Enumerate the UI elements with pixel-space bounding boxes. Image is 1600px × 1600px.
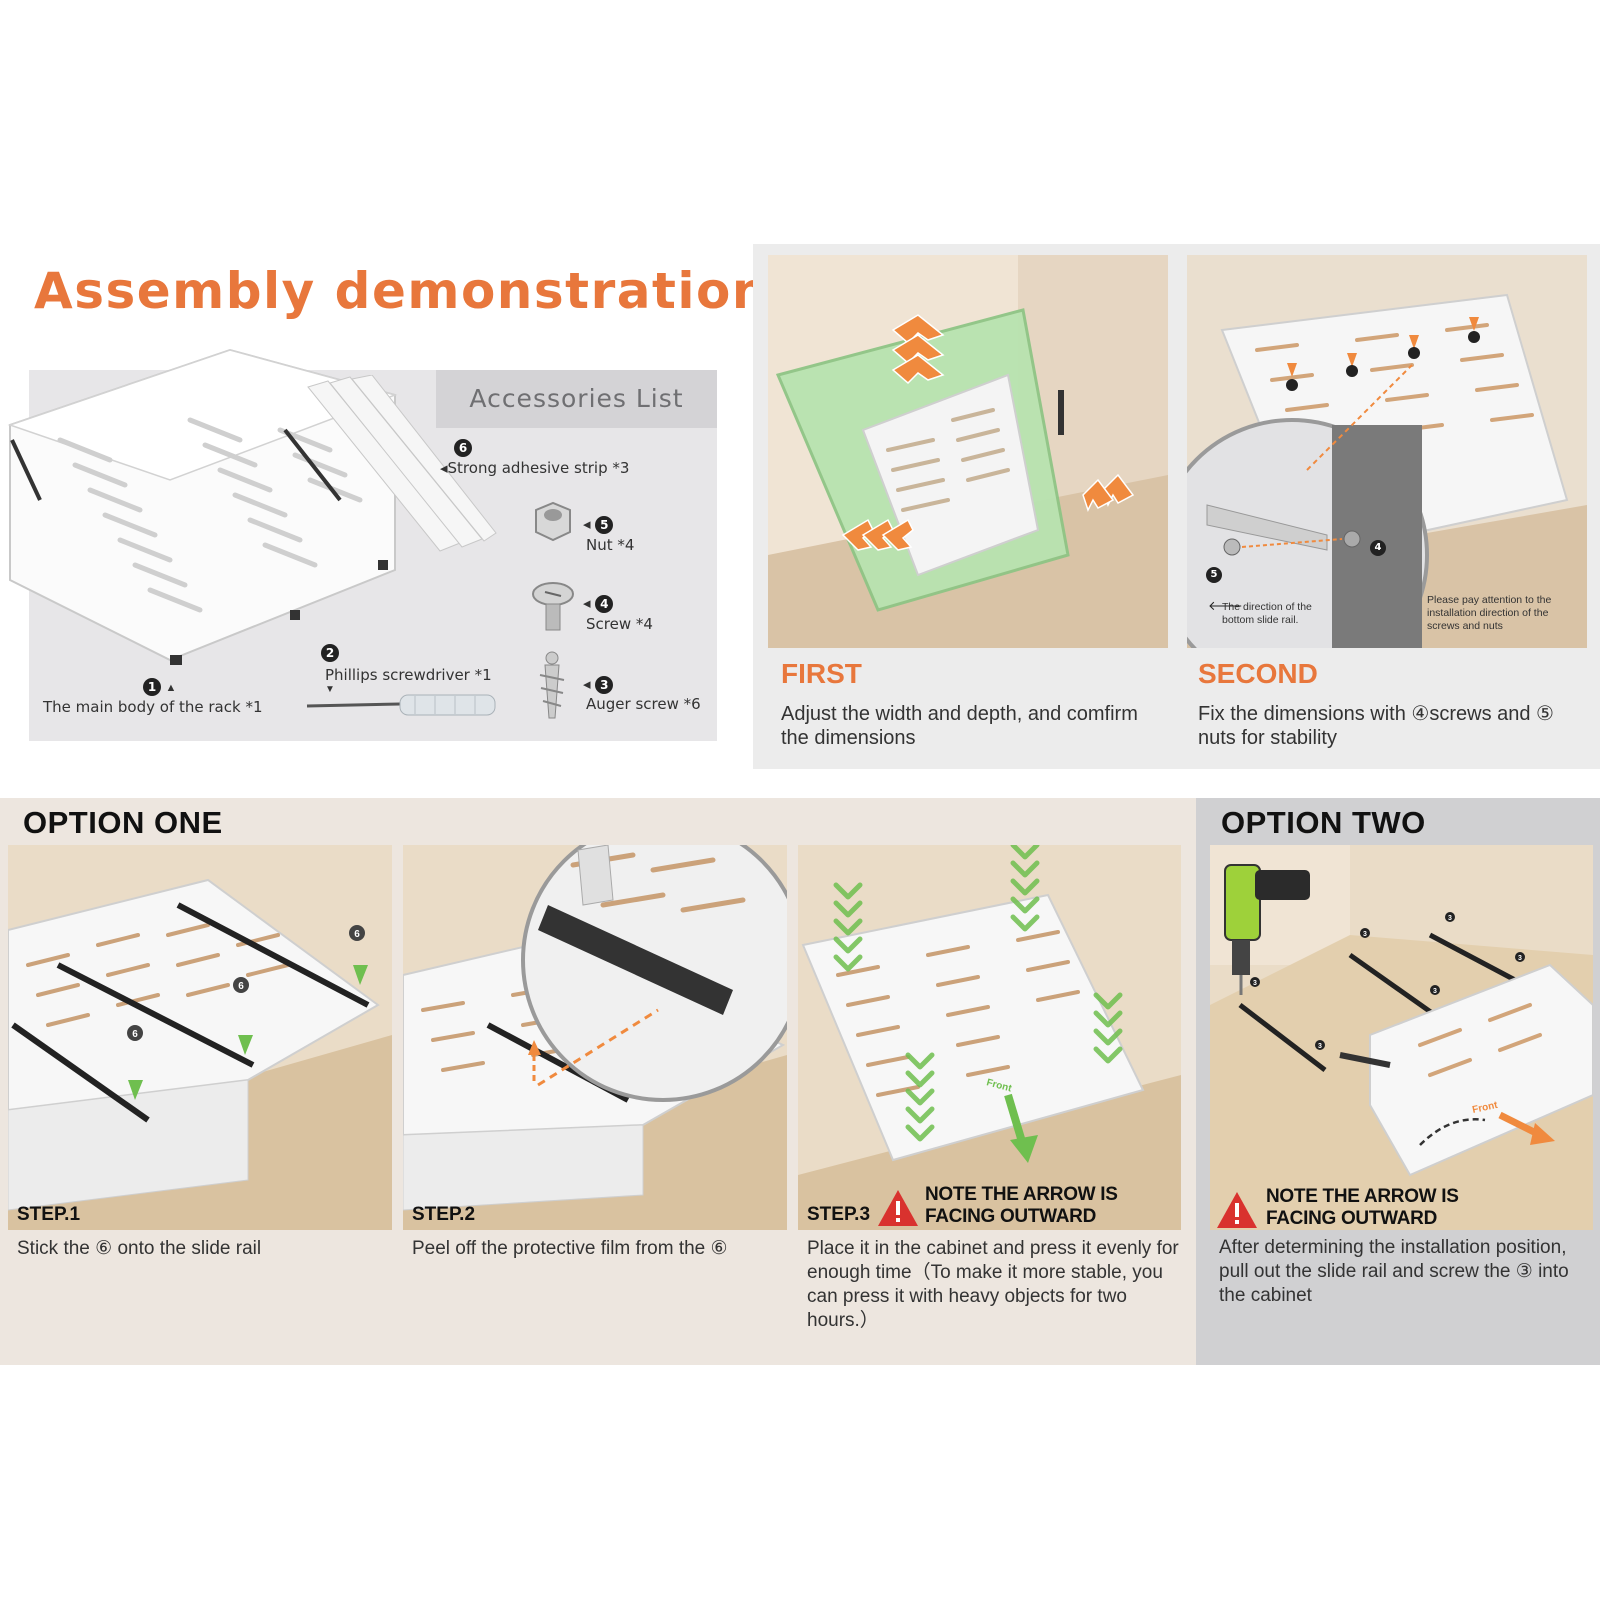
svg-text:3: 3 <box>1448 915 1452 922</box>
option-two-illustration: 3 3 3 3 3 3 Front <box>1210 845 1593 1230</box>
screw-icon <box>532 582 574 631</box>
direction-callout: The direction of the bottom slide rail. <box>1222 601 1312 626</box>
item-1-marker: 1 ▲ <box>143 678 176 696</box>
step-3-note: NOTE THE ARROW IS FACING OUTWARD <box>925 1184 1118 1227</box>
step-1-illustration: 6 6 6 <box>8 845 392 1230</box>
item-5-marker: ◂ 5 <box>583 515 614 534</box>
first-desc: Adjust the width and depth, and comfirm … <box>781 703 1138 749</box>
step-1-desc: Stick the ⑥ onto the slide rail <box>17 1238 262 1259</box>
second-desc: Fix the dimensions with ④screws and ⑤ nu… <box>1198 703 1554 749</box>
adhesive-strips-illustration <box>307 375 497 552</box>
item-2-marker: 2 <box>321 644 339 662</box>
item-2-label: Phillips screwdriver *1 <box>325 666 492 684</box>
option-two-desc: After determining the installation posit… <box>1219 1237 1569 1306</box>
second-step-illustration <box>1187 255 1587 648</box>
svg-text:3: 3 <box>1363 931 1367 938</box>
step-1-label: STEP.1 <box>17 1204 81 1225</box>
first-title: FIRST <box>781 658 862 689</box>
step-2-illustration <box>403 845 787 1230</box>
step-3-desc: Place it in the cabinet and press it eve… <box>807 1238 1179 1331</box>
option-two-note: NOTE THE ARROW IS FACING OUTWARD <box>1266 1186 1459 1229</box>
rack-illustration <box>7 348 398 665</box>
item-6-marker: 6 <box>454 439 472 457</box>
svg-text:Front: Front <box>1471 1100 1499 1116</box>
direction-arrow-icon: 🡐 <box>1208 598 1243 613</box>
svg-text:3: 3 <box>1253 980 1257 987</box>
item-5-label: Nut *4 <box>586 536 635 554</box>
item-3-marker: ◂ 3 <box>583 675 614 694</box>
svg-text:3: 3 <box>1518 955 1522 962</box>
item-4-marker: ◂ 4 <box>583 594 614 613</box>
screwdriver-icon <box>306 694 496 716</box>
auger-screw-icon <box>539 651 565 719</box>
item-6-label: ◂Strong adhesive strip *3 <box>440 459 630 477</box>
svg-text:6: 6 <box>354 929 360 940</box>
accessories-header: Accessories List <box>436 370 717 428</box>
svg-text:3: 3 <box>1433 988 1437 995</box>
attention-callout: Please pay attention to the installation… <box>1427 594 1552 632</box>
svg-text:6: 6 <box>238 981 244 992</box>
item-4-label: Screw *4 <box>586 615 653 633</box>
step-3-label: STEP.3 <box>807 1204 871 1225</box>
svg-text:3: 3 <box>1318 1043 1322 1050</box>
step-3-illustration: Front <box>798 845 1181 1230</box>
marker-4-callout: 4 <box>1370 540 1386 556</box>
second-title: SECOND <box>1198 658 1318 689</box>
nut-icon <box>535 501 571 542</box>
step-2-label: STEP.2 <box>412 1204 476 1225</box>
item-2-arrow: ▼ <box>325 684 335 695</box>
svg-text:6: 6 <box>132 1029 138 1040</box>
first-step-illustration <box>768 255 1168 648</box>
warning-icon <box>878 1190 918 1226</box>
marker-5-callout: 5 <box>1206 567 1222 583</box>
item-1-label: The main body of the rack *1 <box>43 698 263 716</box>
step-2-desc: Peel off the protective film from the ⑥ <box>412 1238 728 1259</box>
item-3-label: Auger screw *6 <box>586 695 701 713</box>
option-one-title: OPTION ONE <box>23 805 223 840</box>
option-two-title: OPTION TWO <box>1221 805 1426 840</box>
page-title: Assembly demonstration <box>34 262 769 320</box>
warning-icon-option-two <box>1217 1192 1257 1228</box>
